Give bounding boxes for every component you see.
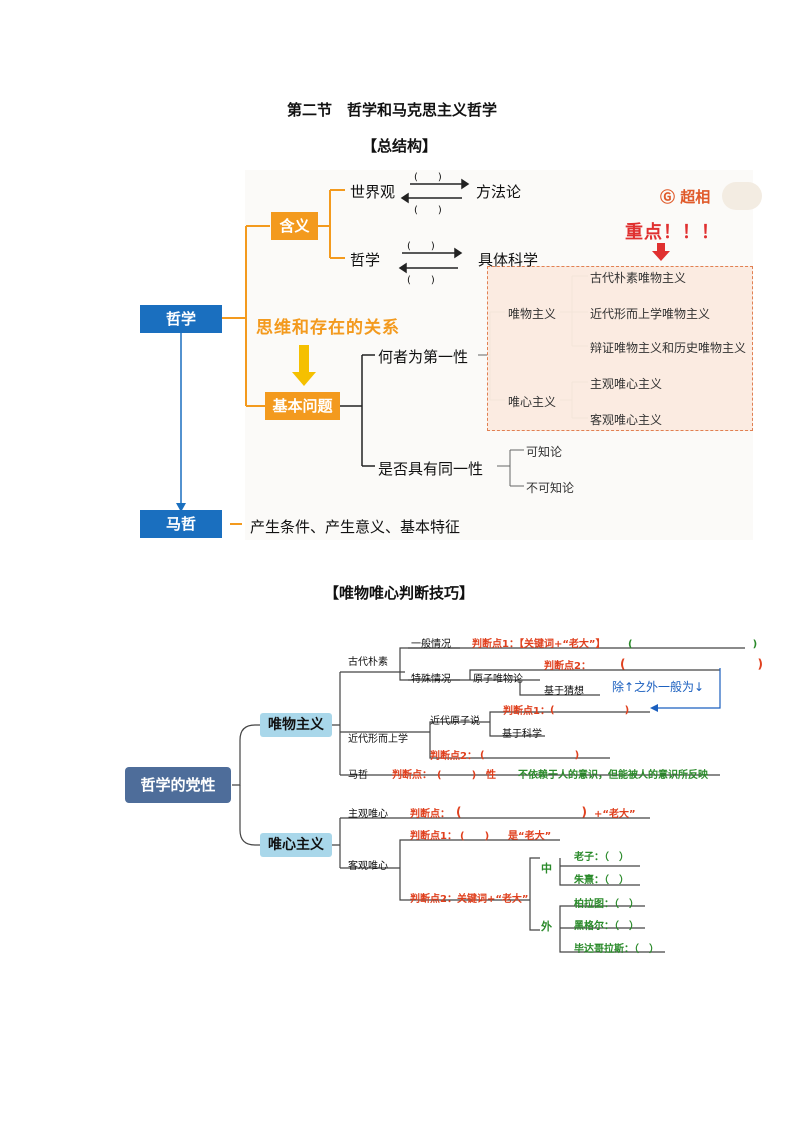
objective-judge1-suffix: 是“老大” [508,831,552,842]
materialism-item: 古代朴素唯物主义 [590,271,687,285]
materialism-label: 唯物主义 [508,307,557,321]
logo-text: 超相 [680,188,711,206]
subjective-judge-label: 判断点： [410,809,450,820]
guess-based-label: 基于猜想 [544,686,584,697]
marx-label: 马哲 [348,770,368,781]
materialism-item: 辩证唯物主义和历史唯物主义 [590,341,747,355]
subjective-judge-blank: ( ) [456,805,587,819]
methodology-label: 方法论 [476,183,522,201]
modern-judge2-label: 判断点2： [430,751,477,762]
first-nature-label: 何者为第一性 [378,348,469,366]
objective-judge1-label: 判断点1： [410,831,457,842]
structure-title: 【总结构】 [362,137,438,155]
subjective-judge-suffix: +“老大” [594,809,636,820]
general-case-label: 一般情况 [411,639,451,650]
science-based-label: 基于科学 [502,729,542,740]
subjective-idealism-label: 主观唯心 [348,809,388,820]
objective-judge2-label: 判断点2：关键词+“老大” [410,894,529,905]
modern-judge1-label: 判断点1： [503,706,550,717]
knowable-label: 可知论 [526,445,563,459]
brand-logo: Ⓖ 超相 [660,186,710,207]
tips-connectors [232,647,745,953]
meaning-node: 含义 [271,212,318,240]
idealism-node: 唯心主义 [260,833,332,857]
basic-question-node: 基本问题 [265,392,340,420]
philosophy-node: 哲学 [140,305,222,333]
philosophy-label: 哲学 [350,251,381,269]
science-label: 具体科学 [478,251,539,269]
special-case-label: 特殊情况 [411,674,451,685]
judge2-label: 判断点2： [544,661,591,672]
materialism-item: 近代形而上学唯物主义 [590,307,711,321]
atomism-label: 原子唯物论 [473,674,523,685]
modern-label: 近代形而上学 [348,734,408,745]
relation-note: 思维和存在的关系 [256,318,400,338]
idealism-item: 主观唯心主义 [590,377,663,391]
worldview-blank-top: ( ) [414,172,442,183]
materialism-idealism-highlight [487,266,753,431]
tips-title: 【唯物唯心判断技巧】 [324,584,475,602]
marx-judge-blank: ( ) [437,770,477,781]
foreign-philosopher: 柏拉图：（ ） [574,899,639,910]
marx-judge-label: 判断点： [392,770,432,781]
china-label: 中 [541,862,552,875]
marx-description: 不依赖于人的意识，但能被人的意识所反映 [518,770,708,781]
section-title: 第二节 哲学和马克思主义哲学 [287,101,498,119]
party-nature-node: 哲学的党性 [125,767,231,803]
idealism-label: 唯心主义 [508,395,557,409]
worldview-blank-bottom: ( ) [414,205,442,216]
philosophy-blank-top: ( ) [407,241,435,252]
objective-idealism-label: 客观唯心 [348,861,388,872]
foreign-label: 外 [541,920,552,933]
ancient-label: 古代朴素 [348,657,388,668]
idealism-item: 客观唯心主义 [590,413,663,427]
foreign-philosopher: 黑格尔：（ ） [574,921,639,932]
identity-label: 是否具有同一性 [378,460,484,478]
marxism-description: 产生条件、产生意义、基本特征 [250,518,461,536]
modern-judge1-blank: ( ) [550,705,630,716]
unknowable-label: 不可知论 [526,481,575,495]
china-philosopher: 老子：（ ） [574,852,629,863]
philosophy-blank-bottom: ( ) [407,275,435,286]
judge2-blank: ( ) [620,657,763,671]
worldview-label: 世界观 [350,183,396,201]
modern-atom-label: 近代原子说 [430,716,480,727]
materialism-node: 唯物主义 [260,713,332,737]
marxism-node: 马哲 [140,510,222,538]
logo-icon: Ⓖ [660,188,676,206]
exception-note: 除↑之外一般为↓ [612,680,705,694]
objective-judge1-blank: ( ) [460,831,490,842]
marx-nature-label: 性 [486,770,496,781]
china-philosopher: 朱熹：（ ） [574,875,629,886]
judge1-label: 判断点1：【关键词+“老大”】 [472,639,606,650]
judge1-blank: ( ) [628,639,758,650]
modern-judge2-blank: ( ) [480,750,580,761]
foreign-philosopher: 毕达哥拉斯：（ ） [574,944,659,955]
key-point-label: 重点！！！ [625,222,720,243]
